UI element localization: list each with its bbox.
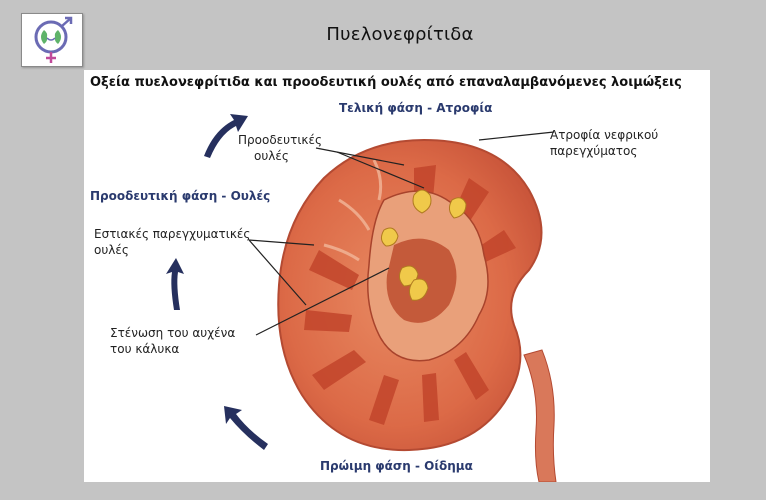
slide-panel: Οξεία πυελονεφρίτιδα και προοδευτική ουλ… (84, 70, 710, 482)
label-progressive-scars: Προοδευτικές ουλές (238, 132, 322, 164)
arrow-up-icon (166, 258, 184, 310)
page-title: Πυελονεφρίτιδα (0, 24, 766, 45)
label-atrophy: Ατροφία νεφρικού παρεγχύματος (550, 127, 658, 159)
phase-progressive: Προοδευτική φάση - Ουλές (90, 189, 270, 203)
arrow-up-left-icon (224, 406, 268, 450)
phase-final: Τελική φάση - Ατροφία (339, 101, 492, 115)
phase-early: Πρώιμη φάση - Οίδημα (320, 459, 473, 473)
label-calyx-stenosis: Στένωση του αυχένα του κάλυκα (110, 325, 235, 357)
label-focal-scars: Εστιακές παρεγχυματικές ουλές (94, 226, 250, 258)
